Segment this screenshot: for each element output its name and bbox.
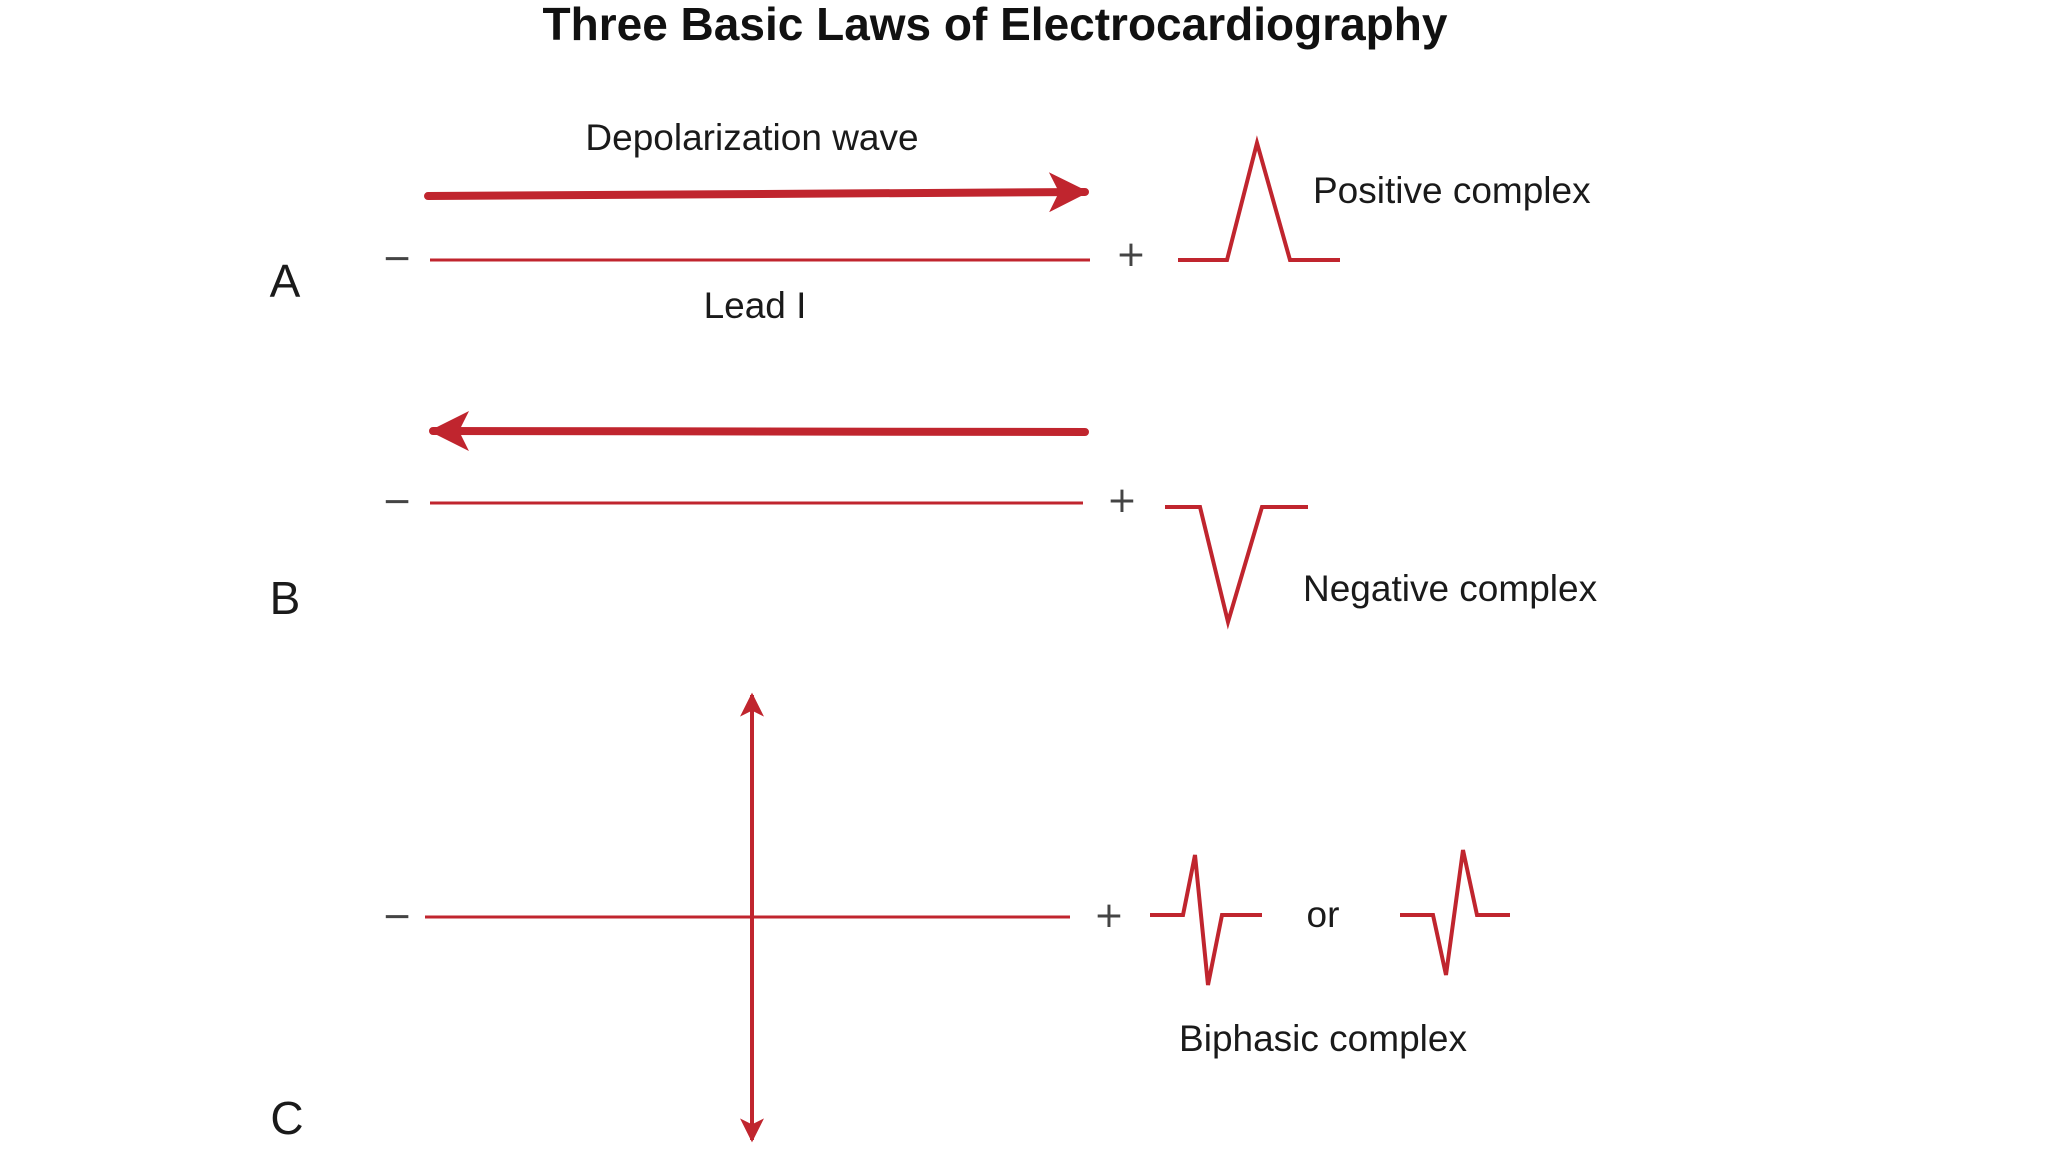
depolarization-arrow-left — [429, 411, 1089, 452]
lead-negative-sign-c: − — [382, 896, 412, 937]
biphasic-complex-waveform-1 — [1150, 854, 1262, 986]
panel-letter-b: B — [270, 572, 301, 624]
negative-complex-label: Negative complex — [1303, 568, 1598, 609]
lead-positive-sign-b: + — [1107, 480, 1137, 521]
negative-complex-waveform — [1165, 505, 1308, 630]
depolarization-arrow-right — [424, 172, 1089, 213]
lead-positive-sign-c: + — [1094, 895, 1124, 936]
lead-negative-sign-a: − — [382, 238, 412, 279]
positive-complex-label: Positive complex — [1313, 170, 1591, 211]
diagram-title: Three Basic Laws of Electrocardiography — [543, 0, 1448, 50]
panel-a: Depolarization wave − + Lead I A Positiv… — [270, 117, 1591, 326]
lead-negative-sign-b: − — [382, 481, 412, 522]
panel-letter-c: C — [270, 1092, 303, 1144]
biphasic-complex-label: Biphasic complex — [1179, 1018, 1467, 1059]
panel-c: − + or Biphasic complex C — [270, 692, 1510, 1144]
panel-letter-a: A — [270, 255, 301, 307]
lead-i-label: Lead I — [704, 285, 807, 326]
or-label: or — [1307, 894, 1340, 935]
panel-b: − + B Negative complex — [270, 411, 1598, 630]
positive-complex-waveform — [1178, 135, 1340, 262]
depolarization-wave-label: Depolarization wave — [585, 117, 918, 158]
biphasic-complex-waveform-2 — [1400, 849, 1510, 976]
lead-positive-sign-a: + — [1116, 234, 1146, 275]
